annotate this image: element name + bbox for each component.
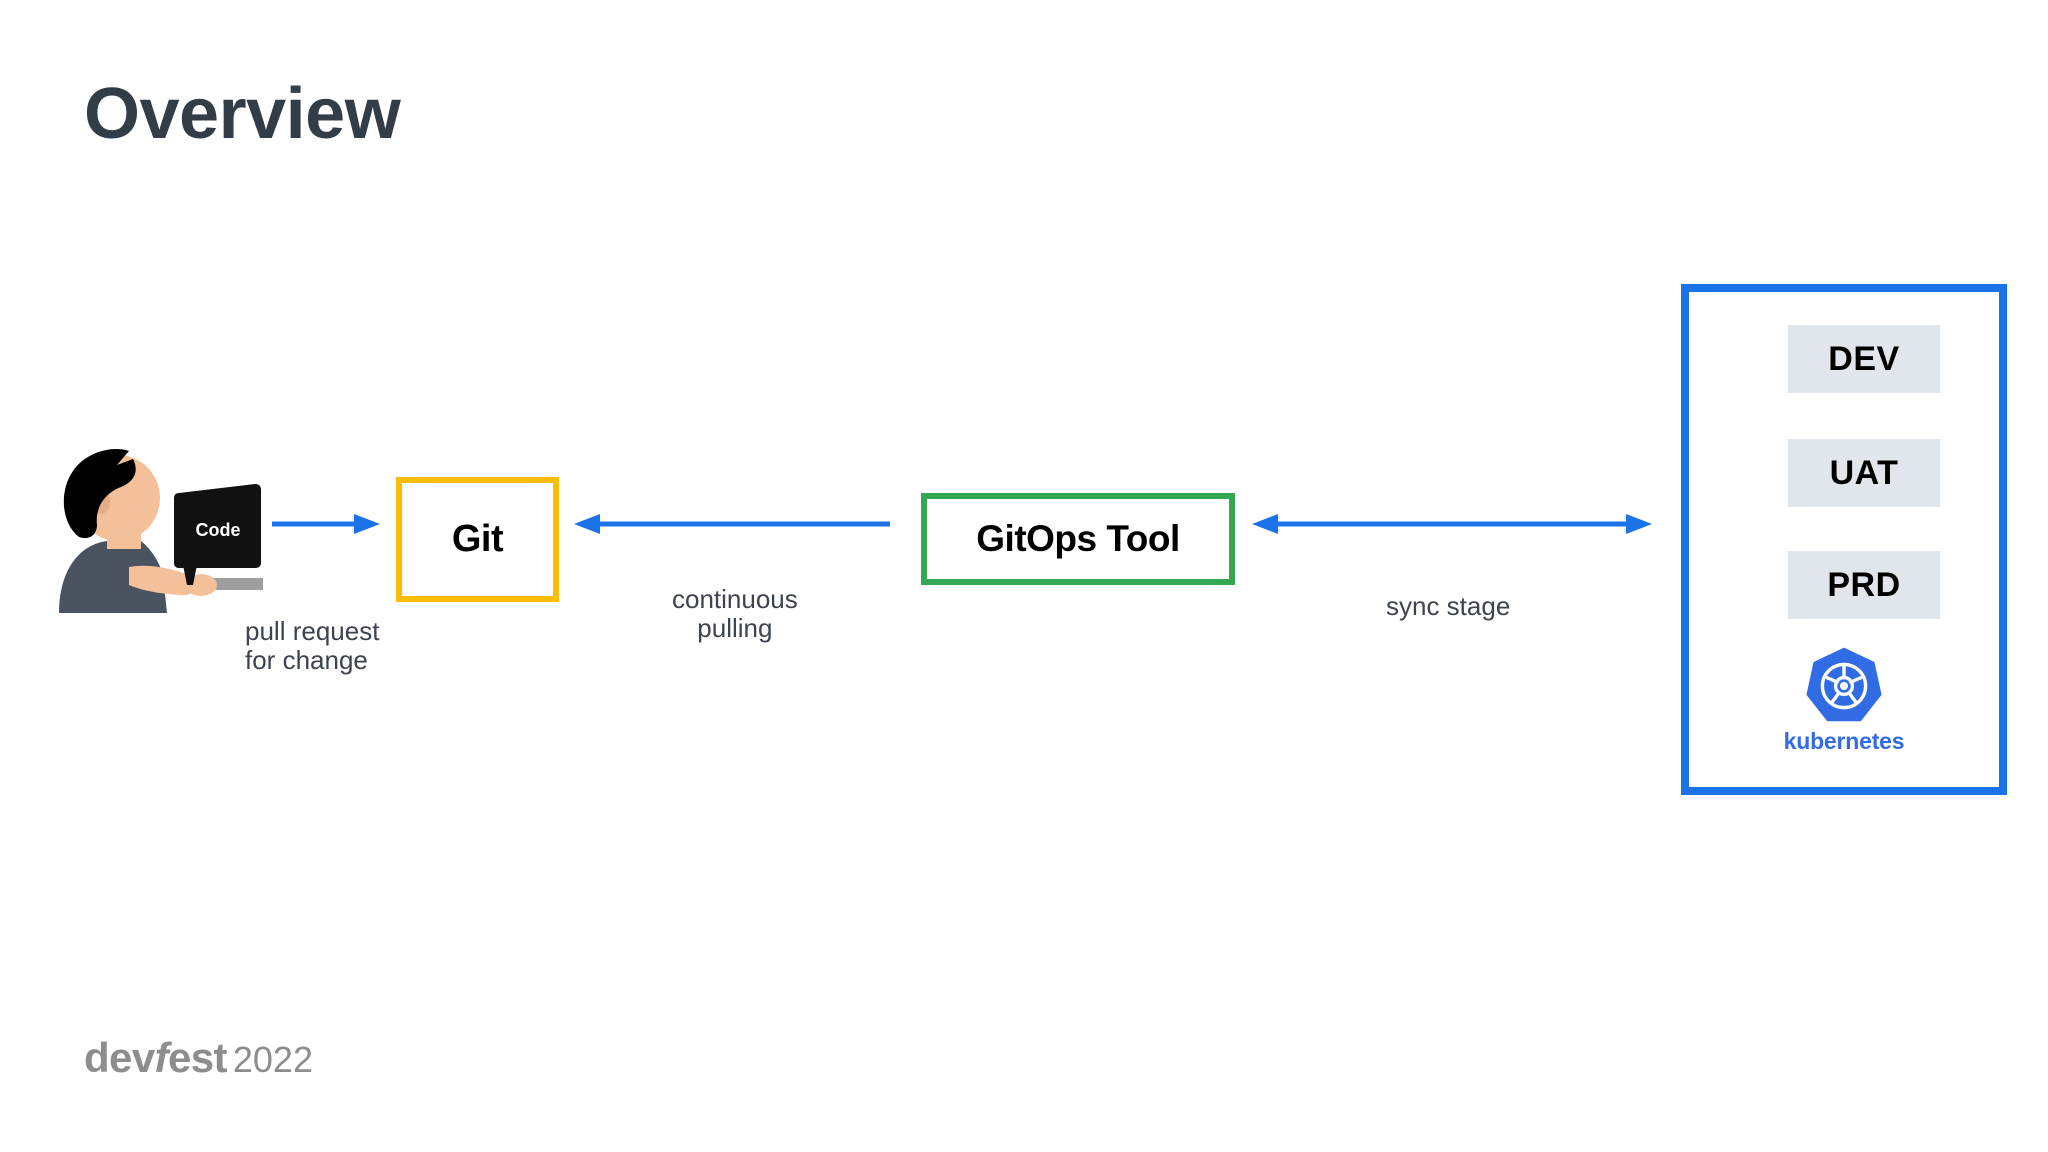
brand-devfest-prefix: dev <box>84 1034 155 1081</box>
footer-brand: devfest 2022 <box>84 1034 313 1082</box>
cluster-container: DEV UAT PRD kubernetes <box>1681 284 2007 795</box>
env-box-dev-label: DEV <box>1828 339 1900 378</box>
edge-label-pull-request: pull request for change <box>245 616 380 676</box>
developer-illustration: Code <box>55 445 265 625</box>
hair-shape <box>63 449 136 539</box>
kubernetes-logo-group: kubernetes <box>1689 646 1999 755</box>
kubernetes-icon <box>1806 647 1882 722</box>
brand-devfest-suffix: est <box>167 1034 228 1081</box>
node-gitops-tool-label: GitOps Tool <box>976 518 1180 559</box>
node-gitops-tool[interactable]: GitOps Tool <box>921 493 1235 585</box>
node-git[interactable]: Git <box>396 477 559 602</box>
monitor-stand-shape <box>183 565 197 585</box>
edge-label-sync-stage: sync stage <box>1386 591 1511 621</box>
arrow-sync-stage <box>1252 514 1652 534</box>
page-title: Overview <box>84 74 401 154</box>
shirt-shape <box>59 541 167 613</box>
edge-label-continuous-pulling: continuous pulling <box>672 584 798 644</box>
brand-devfest: devfest <box>84 1034 227 1082</box>
monitor-code-label: Code <box>196 520 241 540</box>
env-box-dev[interactable]: DEV <box>1788 325 1940 393</box>
env-box-prd[interactable]: PRD <box>1788 551 1940 619</box>
env-box-uat-label: UAT <box>1829 453 1899 492</box>
env-box-uat[interactable]: UAT <box>1788 439 1940 507</box>
node-git-label: Git <box>451 518 504 560</box>
arrow-pull-request <box>272 514 380 534</box>
kubernetes-wordmark: kubernetes <box>1783 728 1905 754</box>
monitor-shape <box>174 484 261 568</box>
brand-devfest-f: f <box>154 1034 169 1081</box>
brand-year: 2022 <box>232 1039 313 1080</box>
env-box-prd-label: PRD <box>1827 565 1901 604</box>
arrow-continuous-pulling <box>574 514 890 534</box>
